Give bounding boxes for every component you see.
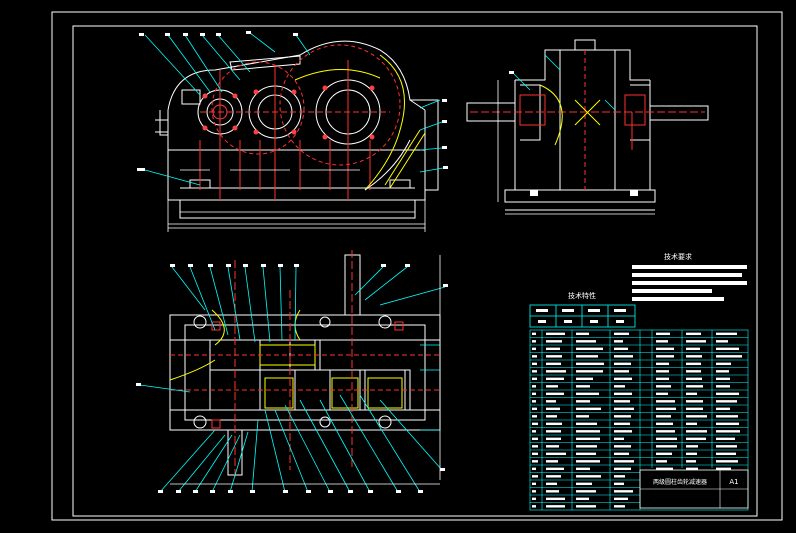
side-view (466, 39, 709, 215)
top-view (136, 250, 448, 493)
title-block: 两级圆柱齿轮减速器 A1 (639, 469, 749, 509)
tech-characteristics-title: 技术特性 (568, 291, 596, 300)
front-view (137, 31, 448, 232)
tech-characteristics: 技术特性 (529, 291, 636, 328)
drawing-frame (51, 11, 783, 521)
tech-requirements: 技术要求 (632, 252, 747, 301)
tech-requirements-title: 技术要求 (664, 252, 692, 261)
parts-list (529, 329, 749, 511)
sheet-size-label: A1 (729, 478, 738, 486)
title-block-title: 两级圆柱齿轮减速器 (653, 478, 707, 486)
